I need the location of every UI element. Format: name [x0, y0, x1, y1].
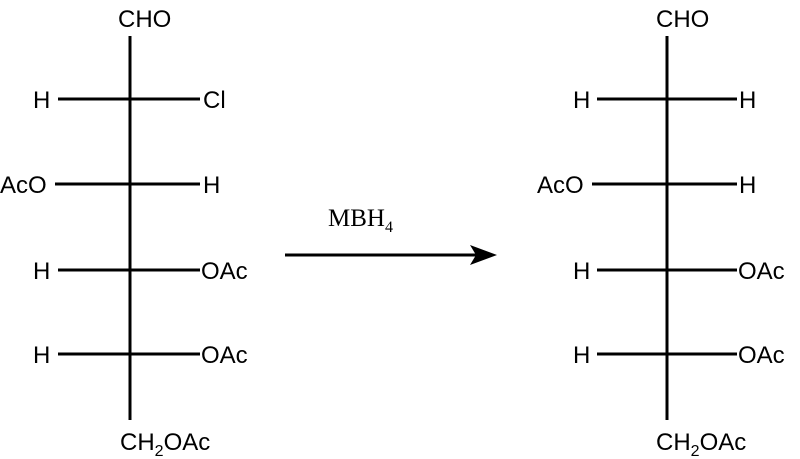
- reactant-molecule: CHO H Cl AcO H H OAc H OAc CH2OAc: [0, 6, 248, 459]
- arrow-head-icon: [470, 245, 497, 265]
- reactant-row4-right: OAc: [201, 342, 248, 369]
- reactant-row2-left: AcO: [0, 172, 47, 199]
- product-row4-right: OAc: [738, 342, 785, 369]
- reaction-arrow: MBH4: [285, 205, 497, 265]
- product-row2-left: AcO: [537, 172, 584, 199]
- product-row1-right: H: [739, 87, 756, 114]
- reactant-row1-right: Cl: [203, 87, 226, 114]
- product-row1-left: H: [573, 87, 590, 114]
- reactant-row4-left: H: [33, 342, 50, 369]
- reactant-row1-left: H: [33, 87, 50, 114]
- reactant-row2-right: H: [203, 172, 220, 199]
- reactant-bottom-group: CH2OAc: [120, 429, 210, 459]
- product-row4-left: H: [573, 342, 590, 369]
- reagent-label: MBH4: [328, 205, 393, 236]
- product-row3-left: H: [573, 258, 590, 285]
- product-row3-right: OAc: [738, 258, 785, 285]
- reactant-top-group: CHO: [118, 6, 171, 33]
- product-row2-right: H: [739, 172, 756, 199]
- product-molecule: CHO H H AcO H H OAc H OAc CH2OAc: [537, 6, 785, 459]
- product-top-group: CHO: [656, 6, 709, 33]
- product-bottom-group: CH2OAc: [656, 429, 746, 459]
- reactant-row3-left: H: [33, 258, 50, 285]
- reactant-row3-right: OAc: [201, 258, 248, 285]
